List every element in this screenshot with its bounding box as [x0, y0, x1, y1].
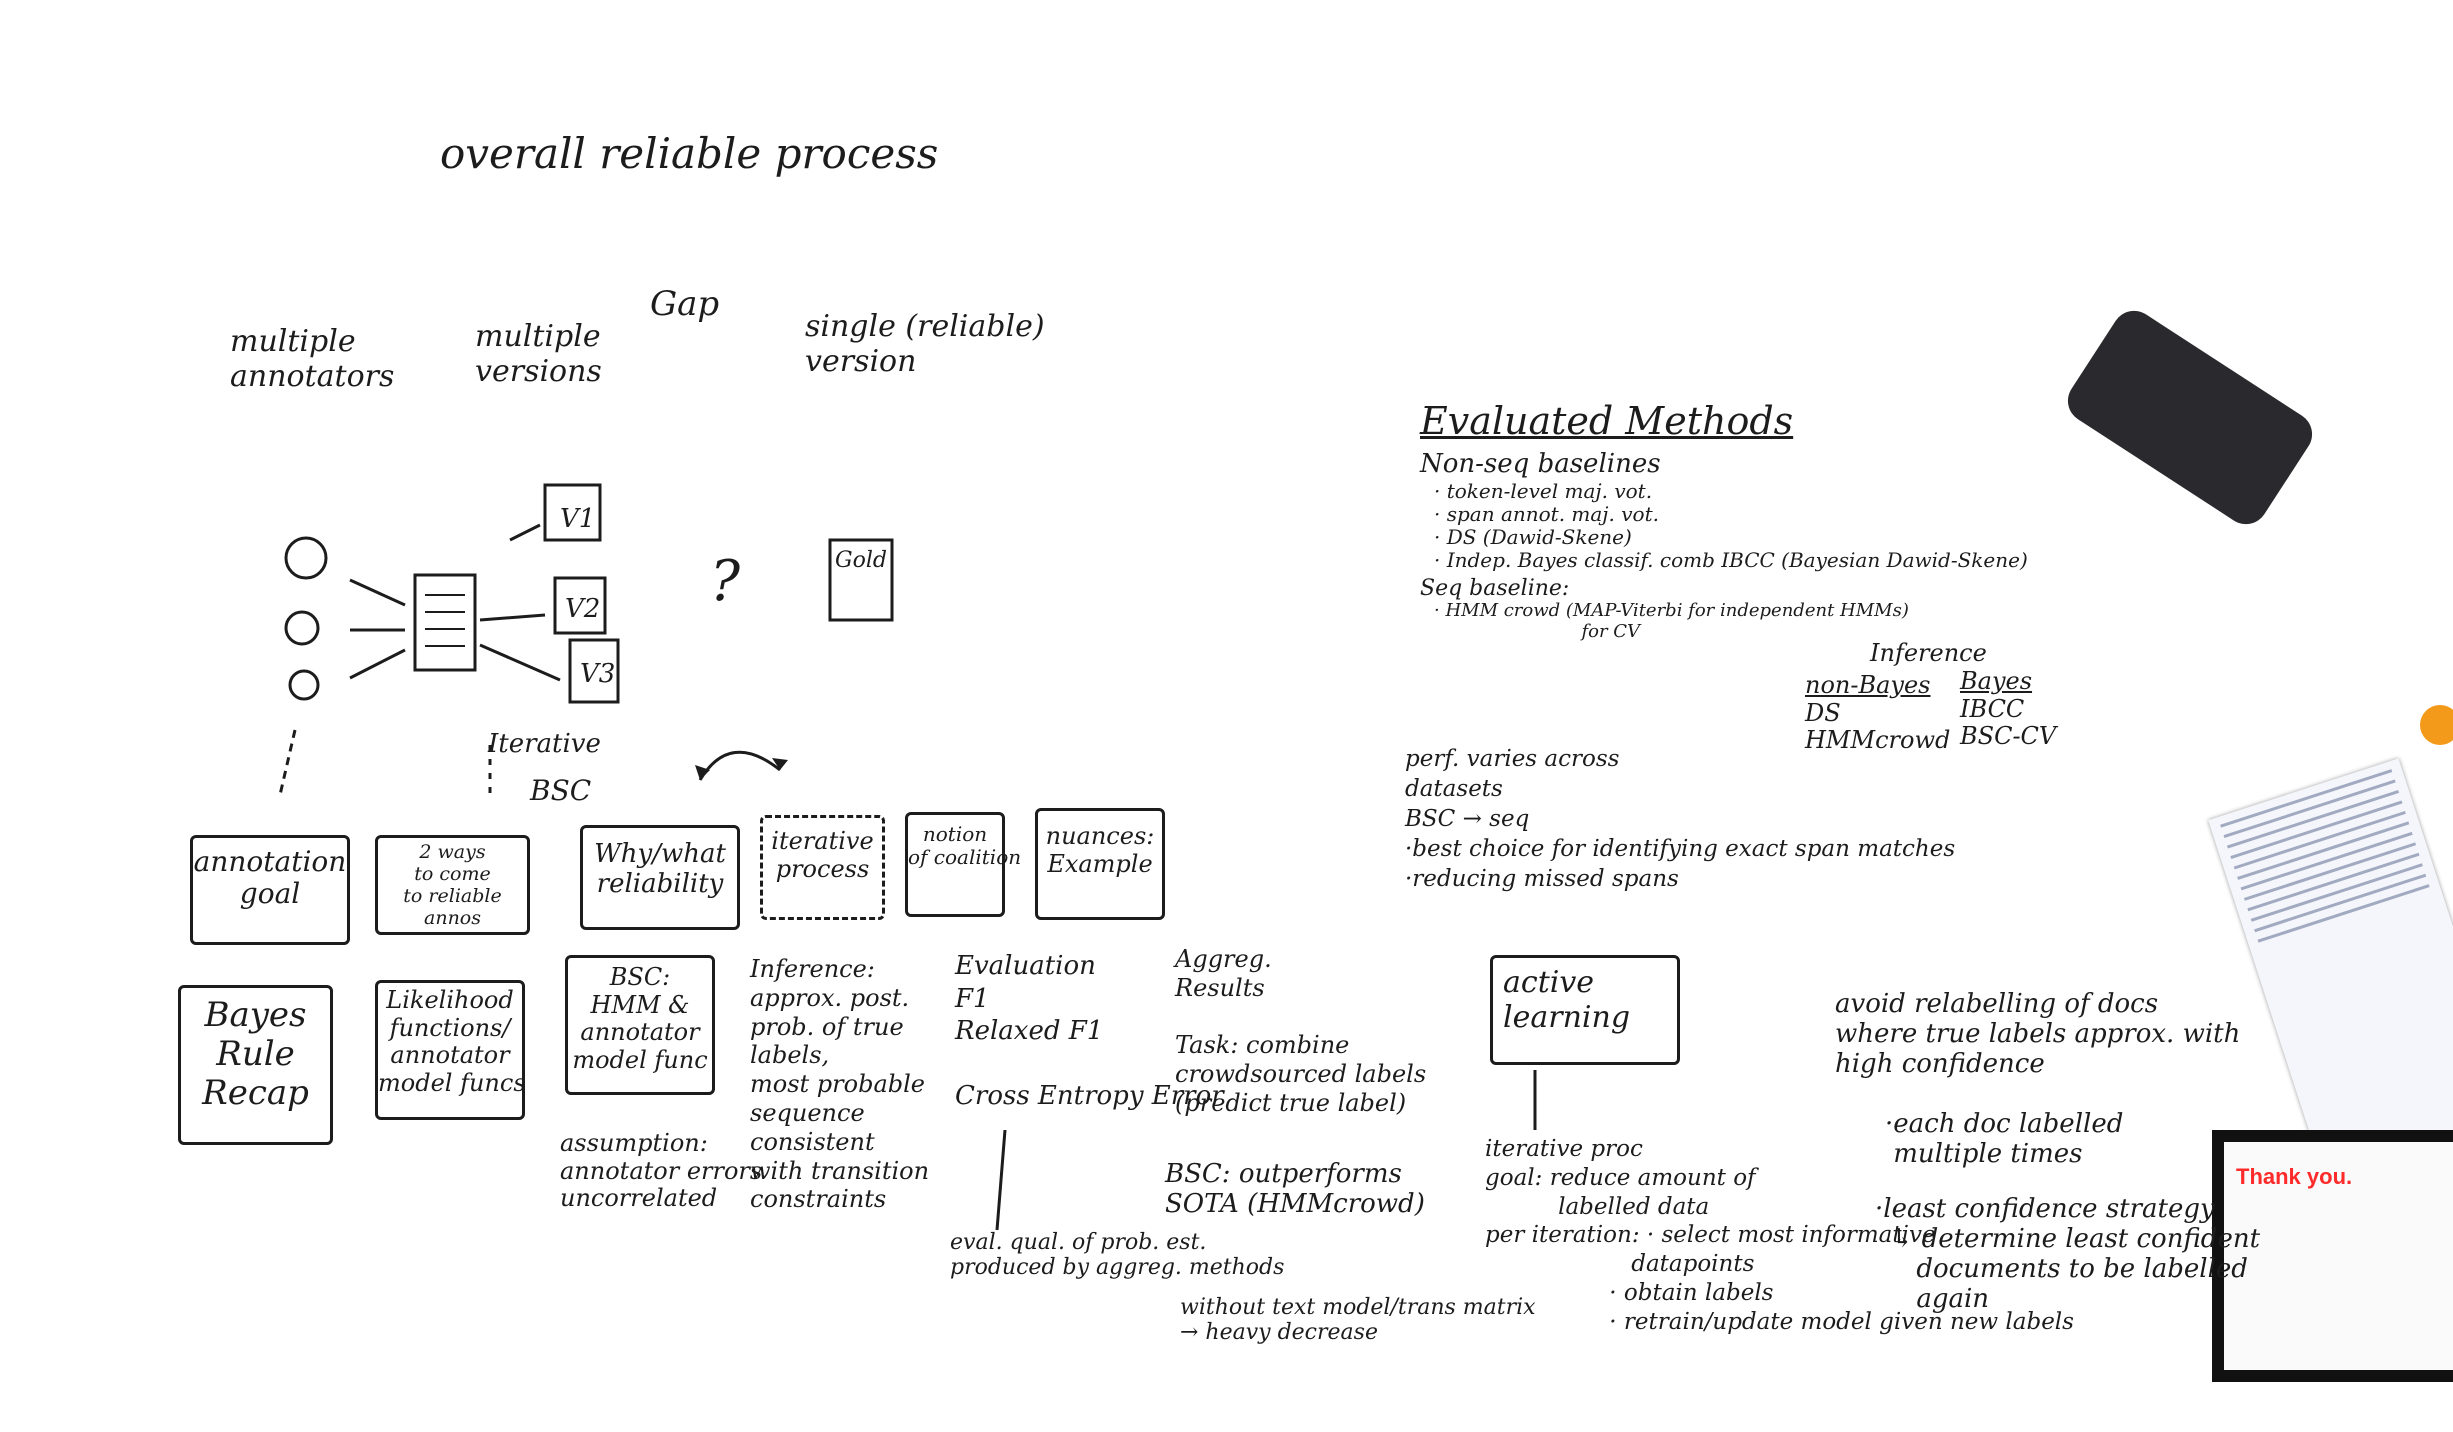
version-label-1: V1	[560, 504, 596, 534]
box-why-what-reliability: Why/what reliability	[580, 825, 740, 930]
evaluated-methods-title: Evaluated Methods	[1420, 399, 1794, 443]
box-active-learning: active learning	[1490, 955, 1680, 1065]
without-text-model-note: without text model/trans matrix → heavy …	[1180, 1295, 1536, 1346]
method-line: Non-seq baselines	[1420, 449, 1661, 479]
method-line: · Indep. Bayes classif. comb IBCC (Bayes…	[1434, 547, 2028, 572]
header-multiple-annotators: multiple annotators	[230, 324, 395, 394]
inference-table-col2: Bayes IBCC BSC-CV	[1960, 667, 2057, 751]
inference-table-header: Inference	[1870, 639, 1987, 667]
method-line: · span annot. maj. vot.	[1434, 501, 1659, 526]
box-iterative-process: iterative process	[760, 815, 885, 920]
gold-label: Gold	[835, 548, 887, 573]
annotator-circle-1	[284, 536, 328, 580]
method-line: · DS (Dawid-Skene)	[1434, 524, 1632, 549]
header-single-version: single (reliable) version	[805, 309, 1045, 379]
version-box-2	[553, 576, 607, 635]
active-learning-connector	[1533, 1070, 1537, 1130]
bsc-label: BSC	[530, 774, 592, 807]
evaluation-note: Evaluation F1 Relaxed F1 Cross Entropy E…	[955, 951, 1224, 1111]
gold-box	[828, 538, 894, 622]
version-box-3	[568, 638, 620, 704]
each-doc-note: ·each doc labelled multiple times	[1885, 1109, 2124, 1169]
avoid-relabelling-note: avoid relabelling of docs where true lab…	[1835, 989, 2241, 1079]
method-line: · HMM crowd (MAP-Viterbi for independent…	[1434, 600, 1909, 622]
header-gap: Gap	[650, 284, 720, 324]
iterative-label: Iterative	[488, 729, 601, 759]
box-two-ways: 2 ways to come to reliable annos	[375, 835, 530, 935]
box-bayes-rule-recap: Bayes Rule Recap	[178, 985, 333, 1145]
thank-you-text: Thank you.	[2236, 1164, 2353, 1189]
method-line: Seq baseline:	[1420, 575, 1570, 601]
assumption-note: assumption: annotator errors uncorrelate…	[560, 1129, 763, 1213]
gap-question-mark: ?	[710, 549, 741, 614]
method-line: for CV	[1570, 620, 1641, 642]
pinned-paper-sheet	[2208, 758, 2453, 1182]
least-confidence-note: ·least confidence strategy ↳ determine l…	[1875, 1194, 2261, 1314]
box-notion-of-coalition: notion of coalition	[905, 812, 1021, 917]
box-bsc-hmm: BSC: HMM & annotator model func	[565, 955, 715, 1095]
aggregation-results: Aggreg. Results Task: combine crowdsourc…	[1175, 945, 1427, 1117]
inference-table-col1: non-Bayes DS HMMcrowd	[1805, 671, 1951, 755]
box-nuances-example: nuances: Example	[1035, 808, 1165, 920]
document-icon	[413, 573, 477, 672]
bsc-outperforms-note: BSC: outperforms SOTA (HMMcrowd)	[1165, 1159, 1425, 1219]
annotator-circle-3	[288, 669, 320, 701]
version-label-2: V2	[565, 594, 601, 624]
whiteboard-eraser	[2059, 302, 2321, 533]
inference-note: Inference: approx. post. prob. of true l…	[750, 955, 930, 1214]
thank-you-slide: Thank you.	[2212, 1130, 2453, 1382]
evaluation-arrow	[995, 1130, 1007, 1231]
iterative-procedure-note: iterative proc goal: reduce amount of la…	[1485, 1136, 2074, 1335]
header-multiple-versions: multiple versions	[475, 319, 602, 389]
box-likelihood-functions: Likelihood functions/ annotator model fu…	[375, 980, 526, 1120]
version-label-3: V3	[580, 659, 616, 689]
performance-note: perf. varies across datasets BSC → seq ·…	[1405, 746, 1956, 892]
board-title: overall reliable process	[440, 129, 939, 178]
eval-quality-note: eval. qual. of prob. est. produced by ag…	[950, 1230, 1285, 1281]
evaluated-methods-list: Non-seq baselines · token-level maj. vot…	[1420, 449, 2028, 643]
magnet-pin	[2420, 705, 2453, 745]
box-annotation-goal: annotation goal	[190, 835, 350, 945]
version-box-1	[543, 483, 602, 542]
method-line: · token-level maj. vot.	[1434, 478, 1653, 503]
process-diagram	[278, 483, 894, 800]
annotator-circle-2	[284, 610, 320, 646]
